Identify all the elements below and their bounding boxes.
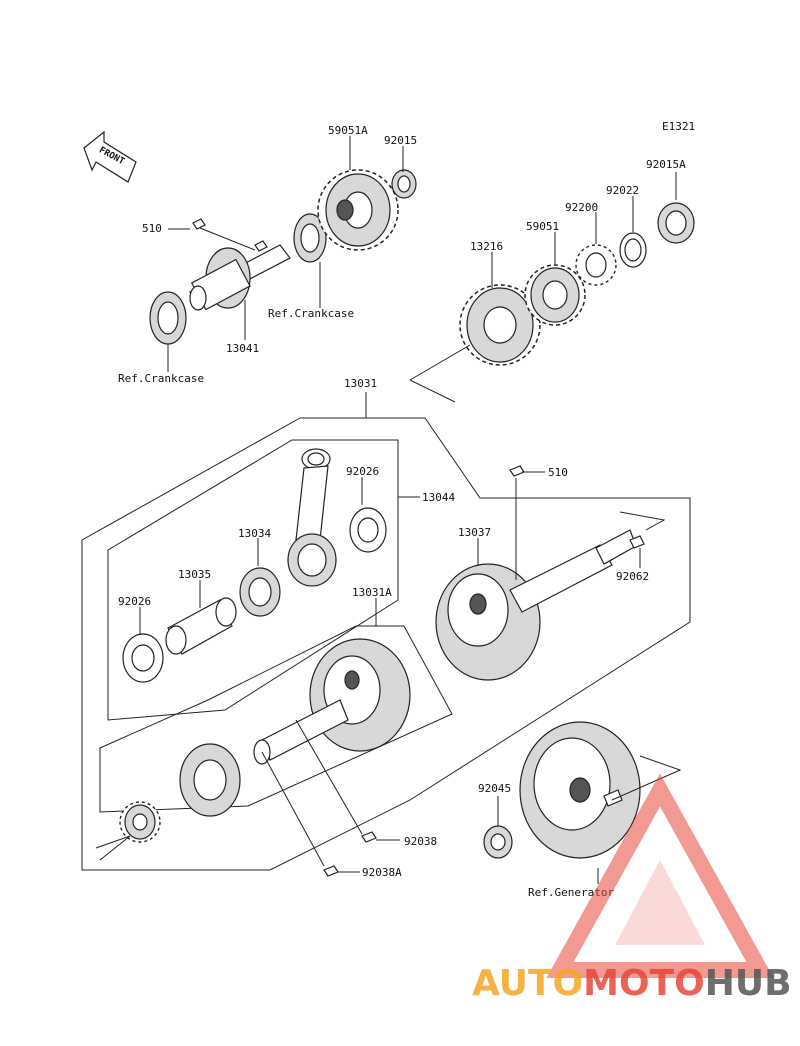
gear-lower-left xyxy=(119,801,161,843)
watermark-text: AUTOMOTOHUB xyxy=(472,963,792,1004)
generator-rotor xyxy=(519,721,641,859)
gear-59051 xyxy=(524,264,586,326)
lockwasher-92200 xyxy=(575,244,617,286)
label-13035: 13035 xyxy=(178,568,211,581)
label-92026-left: 92026 xyxy=(118,595,151,608)
bearing-lower xyxy=(179,743,241,817)
label-92200: 92200 xyxy=(565,201,598,214)
watermark-logo xyxy=(546,773,774,978)
washer-92022 xyxy=(619,232,647,268)
label-59051A: 59051A xyxy=(328,124,368,137)
label-92015: 92015 xyxy=(384,134,417,147)
label-13044: 13044 xyxy=(422,491,455,504)
watermark-part-2: MOTO xyxy=(583,963,705,1004)
label-13034: 13034 xyxy=(238,527,271,540)
balancer-shaft-13041 xyxy=(149,240,291,345)
label-510-mid: 510 xyxy=(548,466,568,479)
watermark-part-3: HUB xyxy=(705,963,792,1004)
crank-pin-13035 xyxy=(165,597,237,655)
nut-92015 xyxy=(391,169,417,199)
frame-13044 xyxy=(107,439,399,721)
label-59051: 59051 xyxy=(526,220,559,233)
label-ref-crankcase-lower: Ref.Crankcase xyxy=(118,372,204,385)
watermark-part-1: AUTO xyxy=(472,963,583,1004)
connecting-rod xyxy=(287,448,337,587)
label-13031: 13031 xyxy=(344,377,377,390)
nut-92015A xyxy=(657,202,695,244)
bearing-92045 xyxy=(483,825,513,859)
label-92038: 92038 xyxy=(404,835,437,848)
nut-92062 xyxy=(629,535,645,549)
label-92045: 92045 xyxy=(478,782,511,795)
label-92015A: 92015A xyxy=(646,158,686,171)
gear-13216 xyxy=(459,284,541,366)
front-arrow-icon: FRONT xyxy=(83,130,137,183)
washer-92026-left xyxy=(122,633,164,683)
key-92038A xyxy=(323,865,339,877)
needle-bearing-13034 xyxy=(239,567,281,617)
label-92062: 92062 xyxy=(616,570,649,583)
label-510-top: 510 xyxy=(142,222,162,235)
washer-92026-right xyxy=(349,507,387,553)
frame-13031 xyxy=(81,417,691,871)
label-13216: 13216 xyxy=(470,240,503,253)
key-510-mid xyxy=(509,465,525,477)
crank-half-13037 xyxy=(435,529,637,681)
label-13031A: 13031A xyxy=(352,586,392,599)
label-ref-crankcase-upper: Ref.Crankcase xyxy=(268,307,354,320)
label-92022: 92022 xyxy=(606,184,639,197)
label-92026-right: 92026 xyxy=(346,465,379,478)
gear-59051A xyxy=(317,169,399,251)
crank-half-13031A xyxy=(253,638,411,765)
bearing-upper xyxy=(293,213,327,263)
label-92038A: 92038A xyxy=(362,866,402,879)
key-92038 xyxy=(361,831,377,843)
label-13041: 13041 xyxy=(226,342,259,355)
frame-13031A xyxy=(99,625,453,813)
label-13037: 13037 xyxy=(458,526,491,539)
key-510-top xyxy=(192,218,206,230)
diagram-code: E1321 xyxy=(662,120,695,133)
